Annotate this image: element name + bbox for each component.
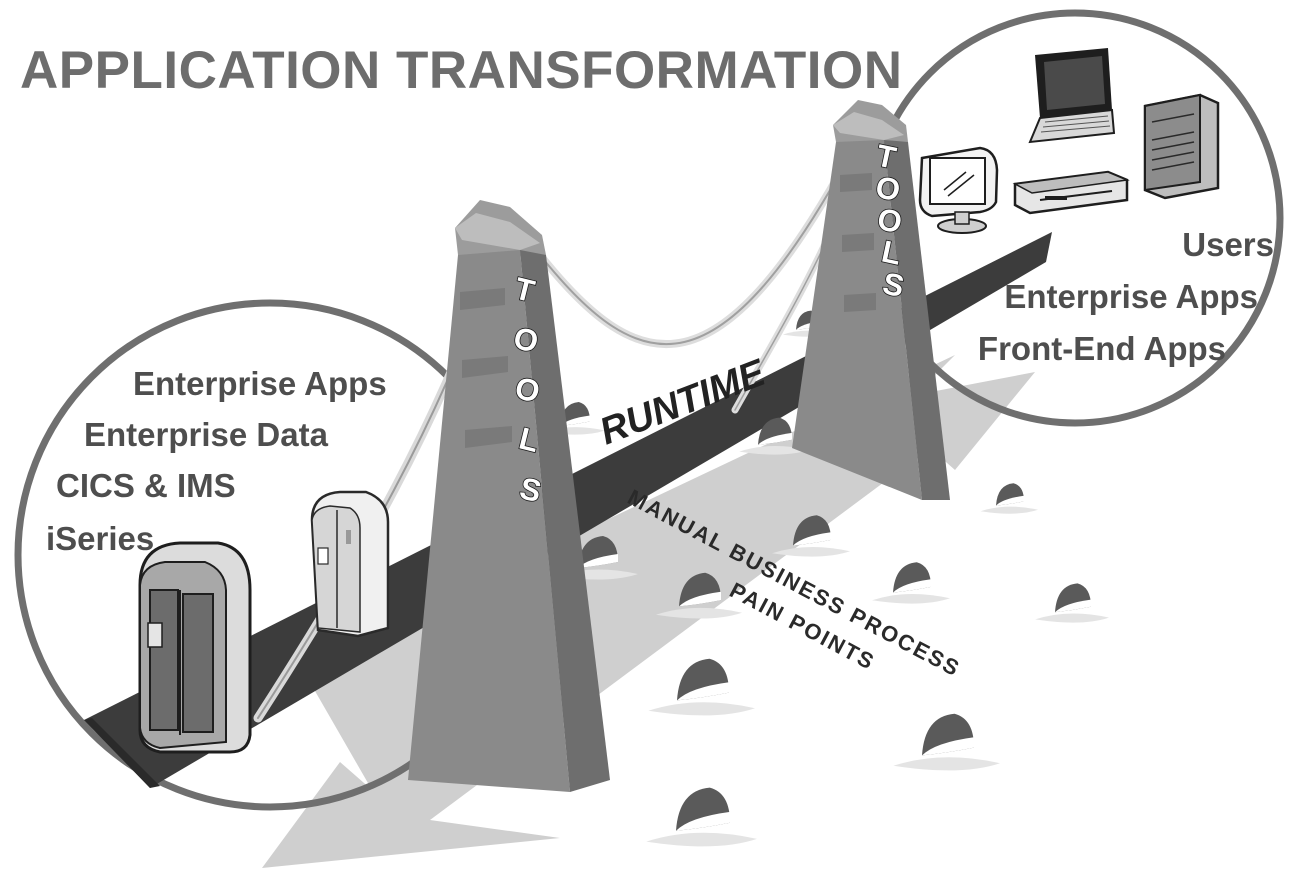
mainframe-server-icon bbox=[138, 541, 252, 754]
shark-fin-icon bbox=[980, 483, 1038, 514]
shark-fin-icon bbox=[648, 658, 755, 716]
shark-fin-icon bbox=[772, 515, 850, 557]
server-cabinet-icon bbox=[310, 490, 390, 638]
right-label-enterprise-apps: Enterprise Apps bbox=[1004, 278, 1258, 315]
right-tower bbox=[792, 100, 950, 500]
left-label-iseries: iSeries bbox=[46, 520, 154, 557]
shark-fin-icon bbox=[739, 417, 809, 455]
left-tower bbox=[408, 200, 610, 792]
right-label-users: Users bbox=[1182, 226, 1274, 263]
shark-fin-icon bbox=[872, 562, 950, 604]
left-label-enterprise-data: Enterprise Data bbox=[84, 416, 329, 453]
desktop-unit-icon bbox=[1012, 170, 1130, 215]
laptop-icon bbox=[1028, 48, 1116, 144]
left-label-cics-ims: CICS & IMS bbox=[56, 467, 236, 504]
diagram-title: APPLICATION TRANSFORMATION bbox=[20, 41, 903, 100]
shark-fin-icon bbox=[646, 787, 757, 847]
left-label-enterprise-apps: Enterprise Apps bbox=[133, 365, 387, 402]
tower-server-icon bbox=[1143, 93, 1220, 200]
crt-monitor-icon bbox=[918, 146, 999, 234]
shark-fin-icon bbox=[1035, 583, 1109, 623]
shark-fin-icon bbox=[893, 713, 1000, 771]
shark-fin-icon bbox=[655, 572, 742, 619]
right-label-front-end-apps: Front-End Apps bbox=[978, 330, 1226, 367]
